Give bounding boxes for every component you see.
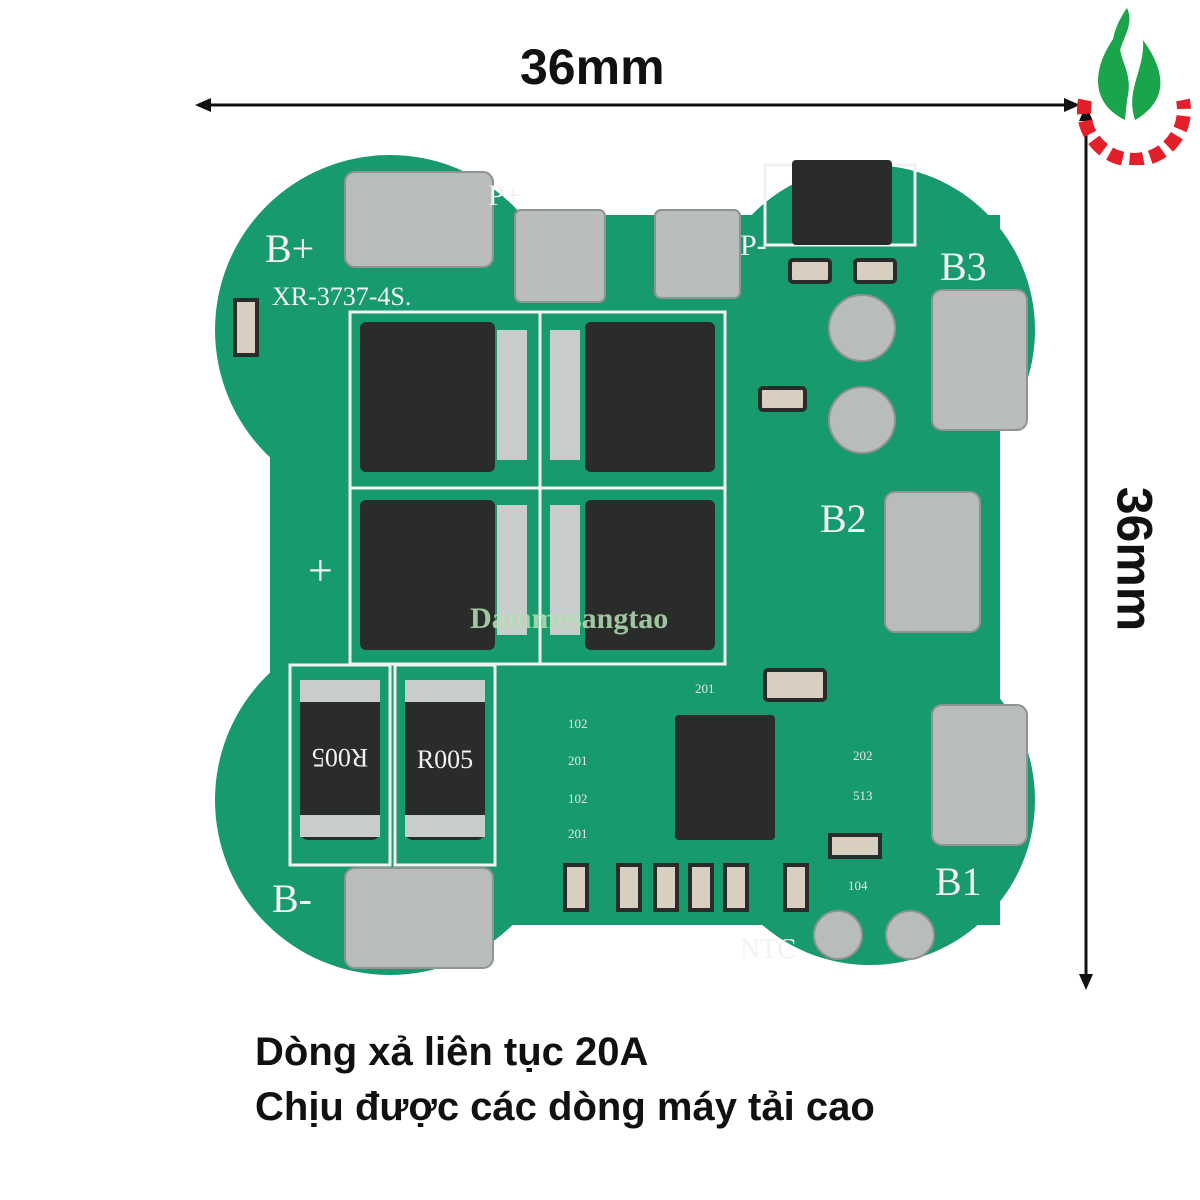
pad-b-plus — [344, 171, 494, 268]
bms-pcb-board: B+ P+ P- B3 XR-3737-4S. B2 + B- B1 NTC R… — [215, 155, 1035, 975]
width-dimension-arrow — [195, 98, 1080, 112]
pad-b3 — [931, 289, 1028, 431]
watermark: Dammesangtao — [470, 602, 668, 635]
shunt-label-1: R005 — [312, 743, 368, 772]
label-b3: B3 — [940, 244, 987, 289]
label-b1: B1 — [935, 859, 982, 904]
label-b-plus: B+ — [265, 226, 314, 271]
pad-p-minus — [654, 209, 741, 299]
resistor-code: 201 — [695, 681, 715, 696]
resistor-code: 102 — [568, 716, 588, 731]
label-model: XR-3737-4S. — [272, 282, 411, 311]
pad-b1 — [931, 704, 1028, 846]
mosfets — [300, 160, 892, 840]
pad-b2 — [884, 491, 981, 633]
label-b2: B2 — [820, 496, 867, 541]
resistor-code: 102 — [568, 791, 588, 806]
label-ntc: NTC — [740, 934, 796, 965]
resistor-code: 201 — [568, 826, 588, 841]
pad-b-minus — [344, 867, 494, 969]
caption-line-1: Dòng xả liên tục 20A — [255, 1030, 649, 1074]
label-b-minus: B- — [272, 876, 312, 921]
pad-p-plus — [514, 209, 606, 303]
brand-logo — [1077, 8, 1191, 165]
resistor-code: 104 — [848, 878, 868, 893]
caption-line-2: Chịu được các dòng máy tải cao — [255, 1085, 875, 1129]
resistor-code: 201 — [568, 753, 588, 768]
label-p-minus: P- — [740, 229, 767, 262]
resistor-code: 202 — [853, 748, 873, 763]
label-p-plus: P+ — [488, 179, 522, 212]
width-dimension-label: 36mm — [520, 39, 665, 95]
shunt-label-2: R005 — [417, 745, 473, 774]
resistor-code: 513 — [853, 788, 873, 803]
label-plus: + — [308, 546, 333, 595]
